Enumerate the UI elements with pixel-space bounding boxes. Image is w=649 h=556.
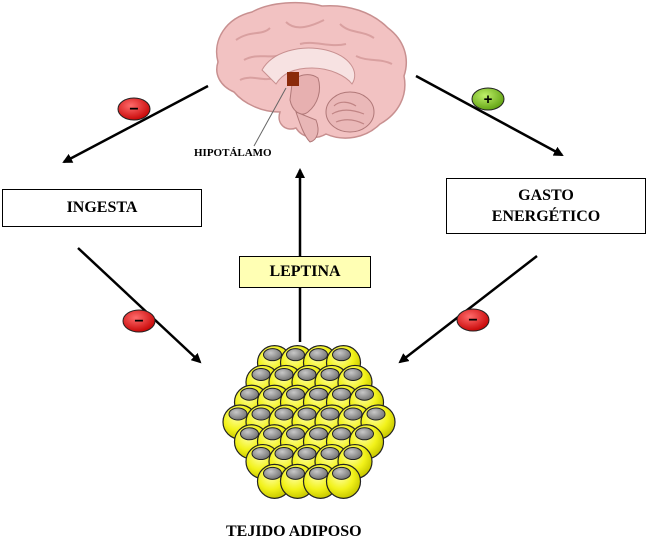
intake-box: INGESTA xyxy=(2,189,202,227)
minus-badge-intake-adipose: − xyxy=(122,309,156,333)
arrow-intake-to-adipose xyxy=(77,247,202,364)
adipocyte-nucleus xyxy=(343,407,363,421)
adipocyte-nucleus xyxy=(286,387,305,401)
adipose-tissue-label: TEJIDO ADIPOSO xyxy=(226,523,362,540)
adipocyte-nucleus xyxy=(286,427,305,441)
adipocyte-nucleus xyxy=(251,407,271,421)
adipocyte-nucleus xyxy=(286,466,305,480)
adipocyte-nucleus xyxy=(320,407,340,421)
adipocyte-nucleus xyxy=(309,387,328,401)
adipocyte-nucleus xyxy=(297,447,317,461)
adipocyte-nucleus xyxy=(320,447,340,461)
cerebellum xyxy=(325,91,375,133)
arrow-brain-to-intake xyxy=(62,84,209,164)
adipocyte-nucleus xyxy=(355,387,374,401)
adipocyte xyxy=(325,463,362,499)
adipocyte-nucleus xyxy=(263,348,282,362)
svg-text:−: − xyxy=(134,313,143,330)
adipocyte-nucleus xyxy=(263,466,282,480)
adipocyte xyxy=(360,404,396,440)
adipocyte-nucleus xyxy=(274,447,294,461)
adipocyte-nucleus xyxy=(263,387,282,401)
leptin-label: LEPTINA xyxy=(269,263,341,280)
leptin-box: LEPTINA xyxy=(239,256,371,288)
minus-badge-intake: − xyxy=(117,97,151,121)
intake-label: INGESTA xyxy=(66,199,138,216)
adipocyte-nucleus xyxy=(332,466,351,480)
adipocyte-nucleus xyxy=(355,427,374,441)
cerebellum-folds xyxy=(331,101,365,125)
svg-text:−: − xyxy=(468,312,477,329)
adipocyte-nucleus xyxy=(332,348,351,362)
adipocyte-nucleus xyxy=(366,407,386,421)
brainstem xyxy=(295,111,319,143)
corpus-callosum xyxy=(261,47,356,85)
adipocyte-nucleus xyxy=(274,407,294,421)
arrow-brain-to-expenditure xyxy=(415,74,564,157)
adipocyte-nucleus xyxy=(320,367,340,381)
adipocyte-nucleus xyxy=(297,407,317,421)
adipocyte-nucleus xyxy=(332,387,351,401)
brain-gyri xyxy=(235,19,393,81)
adipocyte-nucleus xyxy=(228,407,248,421)
energy-expenditure-label-line1: GASTO xyxy=(518,187,574,204)
adipocyte-nucleus xyxy=(251,367,271,381)
adipocyte-nucleus xyxy=(274,367,294,381)
adipocyte-nucleus xyxy=(251,447,271,461)
energy-expenditure-box: GASTO ENERGÉTICO xyxy=(446,178,646,234)
adipocyte-nucleus xyxy=(263,427,282,441)
adipocyte-nucleus xyxy=(309,348,328,362)
plus-badge-expenditure: + xyxy=(471,87,505,111)
adipocyte-nucleus xyxy=(309,427,328,441)
adipocyte-nucleus xyxy=(343,367,363,381)
hypothalamus-pointer xyxy=(253,87,287,147)
energy-expenditure-label-line2: ENERGÉTICO xyxy=(491,208,601,225)
hypothalamus-marker xyxy=(287,72,299,86)
adipocyte-nucleus xyxy=(240,427,259,441)
adipocyte-nucleus xyxy=(343,447,363,461)
adipocyte-nucleus xyxy=(332,427,351,441)
minus-badge-expenditure-adipose: − xyxy=(456,308,490,332)
adipose-tissue-cluster xyxy=(222,345,396,499)
adipocyte-nucleus xyxy=(309,466,328,480)
adipocyte-nucleus xyxy=(240,387,259,401)
hypothalamus-label: HIPOTÁLAMO xyxy=(194,147,272,159)
adipocyte-nucleus xyxy=(297,367,317,381)
brain-illustration xyxy=(215,1,408,147)
svg-text:+: + xyxy=(484,91,493,108)
svg-text:−: − xyxy=(129,101,138,118)
adipocyte-nucleus xyxy=(286,348,305,362)
